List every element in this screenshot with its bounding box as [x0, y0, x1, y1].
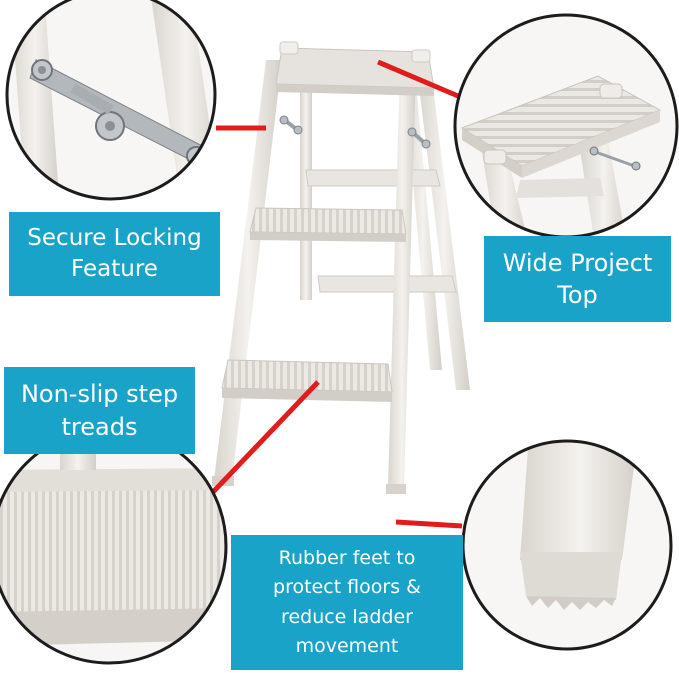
rear-leg-left	[300, 80, 312, 300]
top-cap-left	[279, 41, 299, 55]
foot-front-right	[386, 484, 406, 494]
pointer-top	[377, 59, 459, 99]
top-platform-edge	[276, 84, 434, 96]
middle-step-edge	[250, 232, 406, 242]
front-leg-right	[388, 66, 416, 488]
top-cap-right	[411, 49, 431, 63]
zoom-locking-hinge	[5, 0, 217, 201]
label-secure-locking: Secure Locking Feature	[9, 212, 220, 296]
rear-leg-right	[418, 78, 470, 390]
ladder	[212, 41, 470, 494]
pointer-feet	[395, 519, 463, 529]
pointer-treads	[192, 380, 320, 514]
rear-rung-upper	[305, 169, 441, 187]
locking-bracket-left	[279, 115, 303, 135]
front-leg-left	[214, 60, 282, 480]
zoom-rubber-feet	[461, 439, 673, 651]
rear-rung-lower	[317, 275, 457, 293]
bottom-step	[221, 359, 393, 393]
middle-step	[249, 207, 407, 235]
label-non-slip-treads: Non-slip step treads	[4, 367, 195, 454]
zoom-step-treads	[0, 427, 228, 665]
label-rubber-feet: Rubber feet to protect floors & reduce l…	[231, 535, 463, 670]
zoom-top-platform	[453, 13, 679, 239]
rear-leg-right-2	[404, 82, 442, 370]
locking-bracket-right	[407, 127, 431, 149]
top-platform	[275, 47, 435, 89]
pointer-lines	[192, 59, 463, 529]
label-wide-project-top: Wide Project Top	[484, 236, 671, 322]
